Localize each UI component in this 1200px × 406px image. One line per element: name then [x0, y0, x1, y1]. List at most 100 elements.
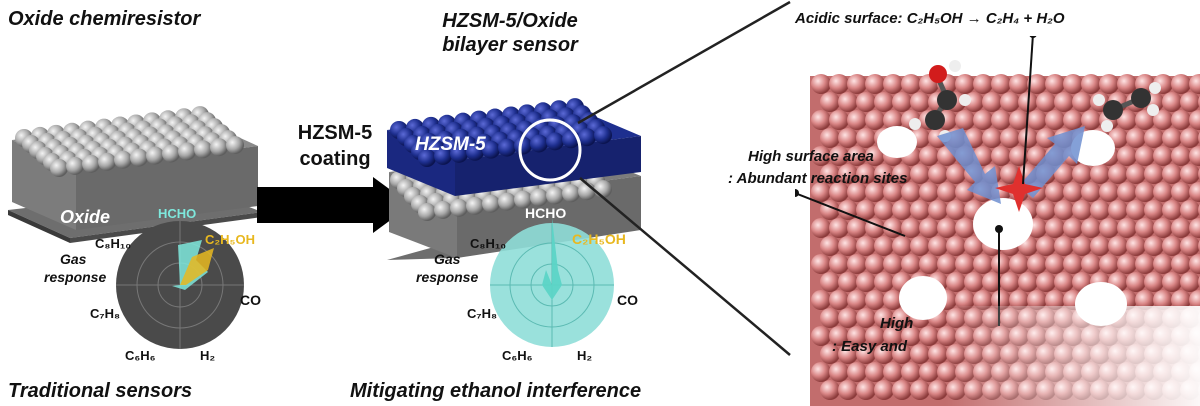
framework-atom — [1054, 92, 1074, 112]
sphere — [50, 159, 68, 177]
framework-atom — [1108, 236, 1128, 256]
framework-atom — [1045, 110, 1065, 130]
framework-atom — [1018, 128, 1038, 148]
framework-atom — [964, 272, 984, 292]
zeolite-spheres — [390, 98, 612, 167]
framework-atom — [964, 236, 984, 256]
framework-atom — [856, 380, 876, 400]
framework-atom — [1135, 254, 1155, 274]
framework-atom — [856, 308, 876, 328]
framework-atom — [1099, 254, 1119, 274]
sphere — [466, 142, 484, 161]
framework-atom — [1153, 182, 1173, 202]
framework-atom — [1162, 164, 1182, 184]
framework-atom — [1153, 290, 1173, 310]
gas-label-ethanol: C₂H₅OH — [572, 231, 626, 247]
framework-atom — [1171, 110, 1191, 130]
framework-atom — [1189, 110, 1200, 130]
gas-label-c6h6: C₆H₆ — [502, 348, 533, 363]
framework-atom — [1045, 74, 1065, 94]
gas-response-title-2: response — [416, 269, 478, 285]
gas-response-title-1: Gas — [60, 251, 87, 267]
sphere — [226, 136, 244, 155]
oxide-film-label: Oxide — [60, 207, 110, 227]
framework-atom — [883, 290, 903, 310]
zeolite-framework-illustration — [795, 36, 1200, 406]
framework-atom — [847, 254, 867, 274]
sphere — [450, 198, 468, 217]
framework-atom — [1018, 272, 1038, 292]
framework-atom — [991, 110, 1011, 130]
framework-atom — [865, 326, 885, 346]
framework-atom — [955, 218, 975, 238]
framework-atom — [1009, 254, 1029, 274]
gas-response-title-2: response — [44, 269, 106, 285]
framework-atom — [865, 146, 885, 166]
framework-atom — [1144, 164, 1164, 184]
framework-atom — [1054, 164, 1074, 184]
framework-atom — [1180, 92, 1200, 112]
pore-label-2: : Easy and — [832, 338, 908, 355]
framework-atom — [1063, 110, 1083, 130]
framework-atom — [1036, 200, 1056, 220]
gas-label-h2: H₂ — [577, 348, 592, 363]
framework-atom — [847, 326, 867, 346]
gas-label-c6h6: C₆H₆ — [125, 348, 156, 363]
framework-atom — [901, 182, 921, 202]
framework-atom — [901, 254, 921, 274]
framework-atom — [811, 218, 831, 238]
gas-label-ethanol: C₂H₅OH — [205, 232, 255, 247]
framework-atom — [1153, 110, 1173, 130]
framework-atom — [1117, 254, 1137, 274]
bilayer-illustration: HZSM-5 — [387, 98, 641, 260]
desorption-arrow — [1019, 126, 1085, 198]
framework-atom — [919, 218, 939, 238]
framework-atom — [1045, 182, 1065, 202]
framework-atom — [1180, 200, 1200, 220]
framework-atom — [1144, 128, 1164, 148]
pore-label-1: High — [880, 315, 914, 332]
framework-atom — [919, 326, 939, 346]
framework-atom — [901, 326, 921, 346]
framework-atom — [946, 164, 966, 184]
framework-atom — [1189, 254, 1200, 274]
sphere — [514, 136, 532, 155]
framework-atom — [847, 182, 867, 202]
framework-atom — [937, 254, 957, 274]
framework-atom — [874, 164, 894, 184]
left-caption: Traditional sensors — [8, 380, 193, 402]
framework-atom — [955, 290, 975, 310]
framework-atom — [973, 110, 993, 130]
framework-atom — [1099, 218, 1119, 238]
framework-atom — [865, 110, 885, 130]
framework-atom — [919, 254, 939, 274]
gas-label-co: CO — [240, 292, 261, 308]
framework-atom — [910, 92, 930, 112]
surface-area-label-2: : Abundant reaction sites — [728, 170, 908, 187]
sphere — [114, 150, 132, 169]
framework-atom — [1144, 236, 1164, 256]
framework-atom — [1171, 254, 1191, 274]
framework-atom — [811, 362, 831, 382]
framework-atom — [910, 164, 930, 184]
framework-atom — [946, 200, 966, 220]
sphere — [546, 132, 564, 151]
framework-atom — [982, 128, 1002, 148]
sphere — [66, 156, 84, 175]
framework-atom — [829, 290, 849, 310]
framework-atom — [1081, 182, 1101, 202]
framework-atom — [910, 236, 930, 256]
framework-atom — [883, 110, 903, 130]
framework-atom — [847, 218, 867, 238]
framework-atom — [1072, 236, 1092, 256]
framework-atom — [856, 236, 876, 256]
sphere — [498, 192, 516, 211]
sphere — [530, 188, 548, 207]
framework-atom — [1108, 200, 1128, 220]
framework-atom — [1063, 74, 1083, 94]
framework-atom — [820, 380, 840, 400]
framework-atom — [874, 236, 894, 256]
framework-atom — [847, 74, 867, 94]
framework-atom — [910, 380, 930, 400]
adsorption-arrow — [937, 128, 1001, 204]
